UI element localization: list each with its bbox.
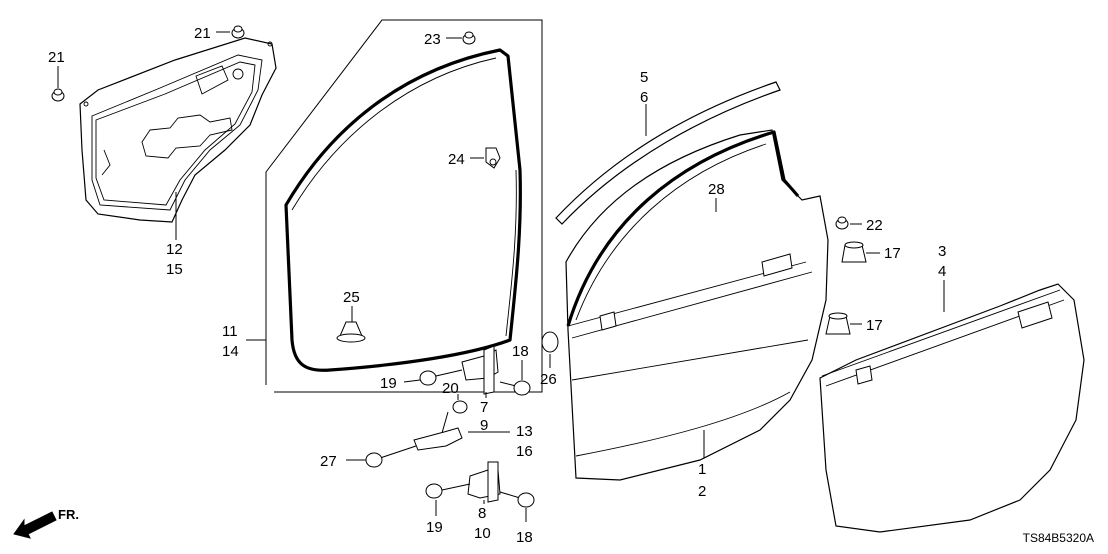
callout-8: 8 xyxy=(478,505,486,522)
callout-22: 22 xyxy=(866,217,883,234)
plug-26 xyxy=(541,331,559,353)
callout-5: 5 xyxy=(640,69,648,86)
callout-7: 7 xyxy=(480,399,488,416)
callout-9: 9 xyxy=(480,417,488,434)
callout-21: 21 xyxy=(48,49,65,66)
callout-17: 17 xyxy=(866,317,883,334)
callout-21: 21 xyxy=(194,25,211,42)
callout-25: 25 xyxy=(343,289,360,306)
bumper-17-lower xyxy=(825,312,851,335)
bolt-19-lower xyxy=(425,483,471,499)
callout-3: 3 xyxy=(938,243,946,260)
callout-18: 18 xyxy=(512,343,529,360)
upper-hinge xyxy=(461,345,499,395)
door-outer-skin xyxy=(819,283,1085,533)
callout-2: 2 xyxy=(698,483,706,500)
bolt-27 xyxy=(365,452,383,468)
callout-18: 18 xyxy=(516,529,533,546)
front-door-panel xyxy=(565,129,829,481)
bolt-18-lower xyxy=(499,491,535,508)
cap-22 xyxy=(835,216,849,230)
callout-19: 19 xyxy=(380,375,397,392)
door-molding xyxy=(555,81,781,225)
door-lining-sheet xyxy=(79,37,277,223)
callout-15: 15 xyxy=(166,261,183,278)
callout-20: 20 xyxy=(442,380,459,397)
callout-14: 14 xyxy=(222,343,239,360)
callout-24: 24 xyxy=(448,151,465,168)
door-checker xyxy=(379,427,463,459)
leader-lines xyxy=(57,31,945,522)
lower-hinge xyxy=(467,461,501,503)
guide-bracket xyxy=(485,147,501,169)
clip-21-left xyxy=(51,88,65,102)
nut-23 xyxy=(462,31,476,45)
diagram-code: TS84B5320A xyxy=(1023,531,1094,545)
callout-13: 13 xyxy=(516,423,533,440)
callout-10: 10 xyxy=(474,525,491,542)
callout-1: 1 xyxy=(698,461,706,478)
bolt-19-upper xyxy=(419,369,463,386)
front-direction-arrow-icon xyxy=(13,511,57,539)
callout-11: 11 xyxy=(222,323,238,340)
callout-27: 27 xyxy=(320,453,337,470)
callout-16: 16 xyxy=(516,443,533,460)
callout-4: 4 xyxy=(938,263,946,280)
bumper-17-upper xyxy=(841,241,867,263)
callout-12: 12 xyxy=(166,241,183,258)
weatherstrip-clip xyxy=(336,321,366,343)
callout-6: 6 xyxy=(640,89,648,106)
clip-21-top xyxy=(231,25,245,39)
bolt-18-upper xyxy=(499,380,531,396)
callout-19: 19 xyxy=(426,519,443,536)
callout-28: 28 xyxy=(708,181,725,198)
callout-26: 26 xyxy=(540,371,557,388)
direction-label: FR. xyxy=(58,507,79,522)
callout-23: 23 xyxy=(424,31,441,48)
callout-17: 17 xyxy=(884,245,901,262)
door-opening-weatherstrip xyxy=(265,19,543,393)
